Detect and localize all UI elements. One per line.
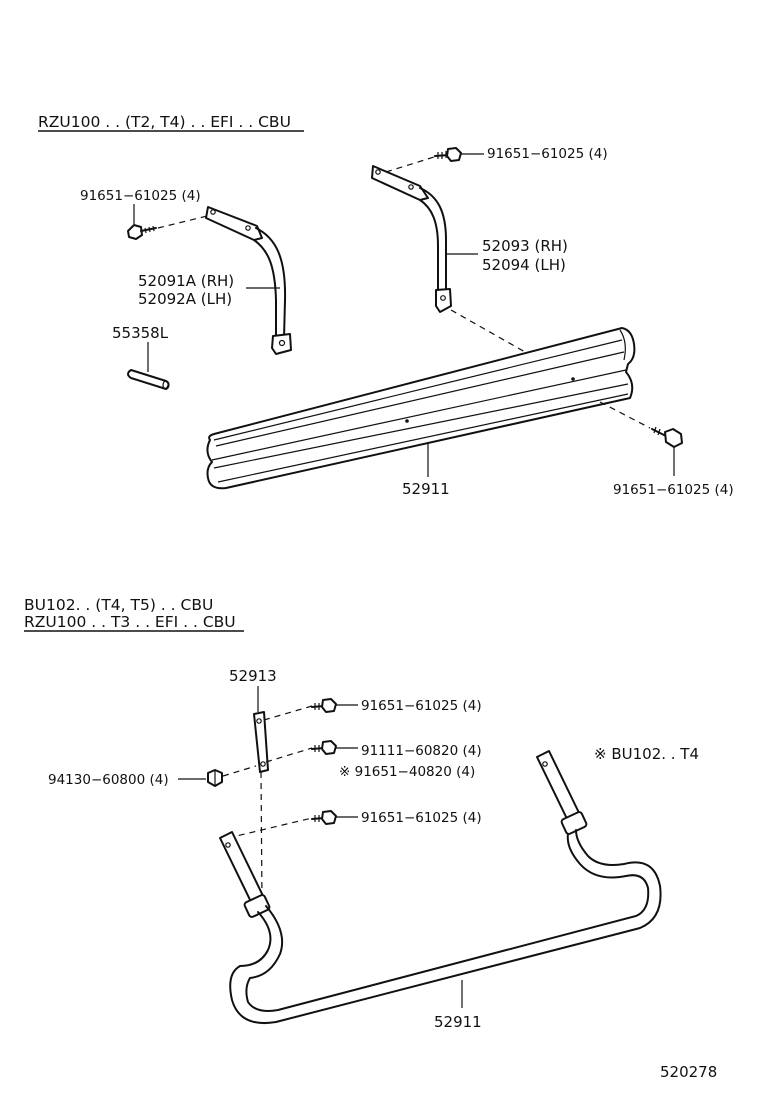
section-1-header: RZU100 . . (T2, T4) . . EFI . . CBU: [38, 113, 291, 131]
bolt-mid-icon: [311, 740, 337, 755]
bolt-top-icon: [434, 147, 462, 162]
dash-right-bolt: [599, 401, 651, 429]
dash-stay-to-guard: [260, 771, 263, 903]
label-stay: 52913: [229, 667, 277, 685]
dash-nut: [222, 765, 257, 777]
pin-icon: [127, 369, 170, 390]
rear-bumper: [206, 327, 636, 490]
label-bolt-lower: 91651−61025 (4): [361, 810, 482, 826]
bolt-lower-icon: [311, 810, 337, 825]
dash-left-bolt: [157, 215, 208, 229]
dash-upper-bolt: [263, 705, 313, 721]
label-bracket-left-lh: 52092A (LH): [138, 290, 232, 308]
bracket-left: [205, 206, 292, 355]
label-pin: 55358L: [112, 324, 169, 342]
tube-guard: [219, 750, 662, 1024]
label-bolt-left: 91651−61025 (4): [80, 188, 201, 204]
bolt-left-icon: [127, 224, 157, 240]
dash-mid-bolt: [265, 747, 313, 763]
diagram-id: 520278: [660, 1063, 717, 1081]
bolt-upper-icon: [311, 698, 337, 713]
section-2: BU102. . (T4, T5) . . CBU RZU100 . . T3 …: [24, 596, 699, 1031]
label-bolt-upper: 91651−61025 (4): [361, 698, 482, 714]
bracket-right: [371, 165, 452, 313]
label-bolt-mid-b: ※ 91651−40820 (4): [339, 764, 475, 780]
label-bracket-right-rh: 52093 (RH): [482, 237, 568, 255]
dash-top-bolt: [385, 156, 435, 173]
stay-bracket: [253, 711, 269, 773]
section-2-header-line2: RZU100 . . T3 . . EFI . . CBU: [24, 613, 236, 631]
label-bolt-mid-a: 91111−60820 (4): [361, 743, 482, 759]
label-bolt-right: 91651−61025 (4): [613, 482, 734, 498]
label-bracket-right-lh: 52094 (LH): [482, 256, 566, 274]
label-bracket-left-rh: 52091A (RH): [138, 272, 234, 290]
section-2-header-line1: BU102. . (T4, T5) . . CBU: [24, 596, 213, 614]
nut-icon: [207, 769, 223, 787]
label-guard: 52911: [434, 1013, 482, 1031]
label-nut: 94130−60800 (4): [48, 772, 169, 788]
bolt-right-icon: [651, 426, 683, 448]
label-bolt-top: 91651−61025 (4): [487, 146, 608, 162]
dash-lower-bolt: [227, 817, 313, 839]
section-1: RZU100 . . (T2, T4) . . EFI . . CBU 9165…: [38, 113, 734, 498]
label-note: ※ BU102. . T4: [594, 745, 699, 763]
label-bumper: 52911: [402, 480, 450, 498]
